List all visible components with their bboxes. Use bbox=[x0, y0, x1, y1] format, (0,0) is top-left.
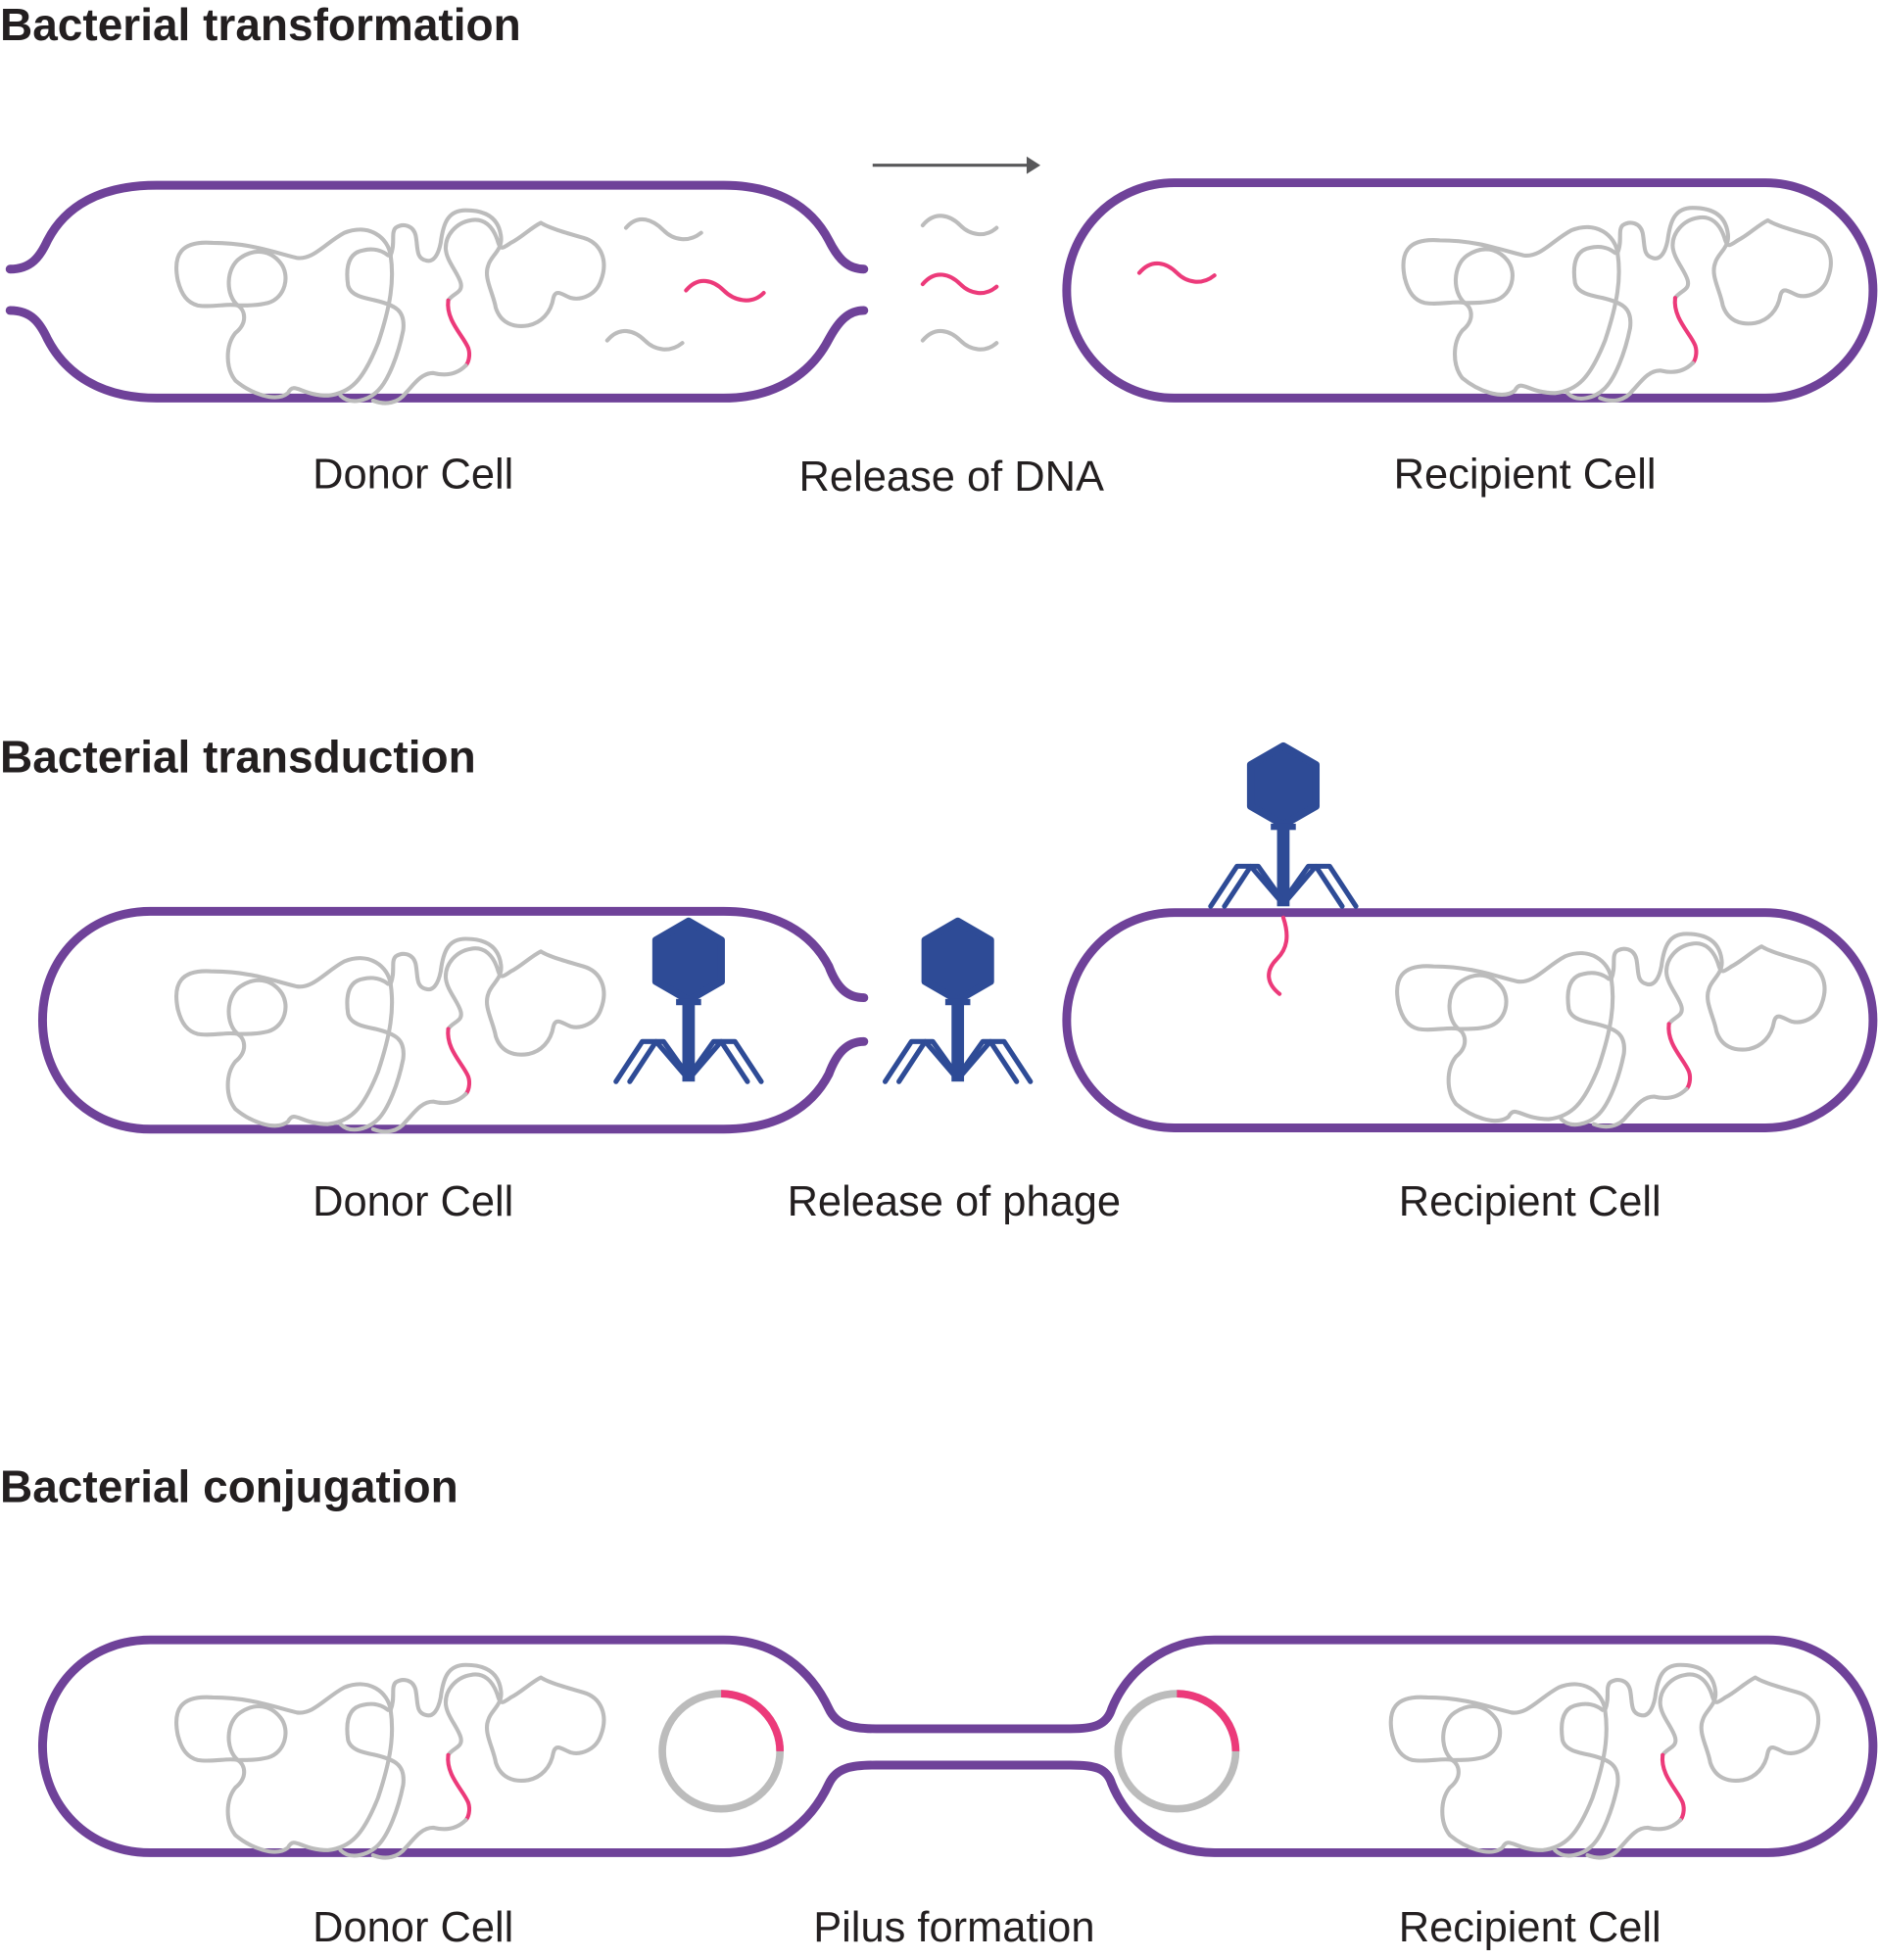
chromosome-icon bbox=[176, 211, 603, 404]
chromosome-icon bbox=[1397, 933, 1824, 1126]
donor-cell bbox=[5, 180, 869, 404]
recipient-cell bbox=[1062, 908, 1878, 1132]
chromosome-icon bbox=[176, 1665, 603, 1858]
bacteriophage-icon bbox=[1211, 746, 1356, 907]
recipient-cell bbox=[1062, 178, 1878, 401]
dna-fragment bbox=[623, 216, 703, 242]
label-left: Donor Cell bbox=[313, 451, 513, 498]
section-title: Bacterial transformation bbox=[0, 0, 521, 50]
section-transformation: Bacterial transformation bbox=[0, 0, 1878, 501]
section-title: Bacterial transduction bbox=[0, 732, 476, 783]
dna-fragment-highlight bbox=[920, 272, 999, 296]
plasmid-ring-icon bbox=[1114, 1690, 1240, 1813]
dna-fragment bbox=[920, 328, 999, 352]
label-middle: Release of DNA bbox=[799, 454, 1104, 501]
section-transduction: Bacterial transduction Donor Cell Releas… bbox=[0, 732, 1878, 1225]
arrow-right-icon bbox=[872, 156, 1041, 174]
dna-fragment-highlight bbox=[1136, 261, 1217, 284]
label-right: Recipient Cell bbox=[1399, 1178, 1661, 1225]
injected-dna bbox=[1267, 915, 1289, 996]
donor-cell bbox=[37, 906, 869, 1132]
plasmid-ring-icon bbox=[658, 1690, 785, 1813]
chromosome-icon bbox=[1391, 1665, 1818, 1858]
chromosome-icon bbox=[1403, 208, 1830, 401]
label-right: Recipient Cell bbox=[1394, 451, 1657, 498]
dna-fragment-highlight bbox=[684, 278, 766, 303]
label-left: Donor Cell bbox=[313, 1904, 513, 1951]
section-conjugation: Bacterial conjugation Donor Cell Pilus f… bbox=[0, 1461, 1878, 1951]
label-middle: Release of phage bbox=[788, 1178, 1122, 1225]
released-dna bbox=[920, 214, 999, 352]
label-right: Recipient Cell bbox=[1399, 1904, 1661, 1951]
label-left: Donor Cell bbox=[313, 1178, 513, 1225]
dna-fragment bbox=[604, 328, 685, 352]
dna-fragment bbox=[920, 214, 999, 237]
bacteriophage-icon bbox=[886, 922, 1031, 1082]
chromosome-icon bbox=[176, 939, 603, 1132]
section-title: Bacterial conjugation bbox=[0, 1461, 458, 1512]
label-middle: Pilus formation bbox=[813, 1904, 1094, 1951]
conjugating-cells bbox=[37, 1635, 1878, 1858]
bacteriophage-icon bbox=[616, 922, 761, 1082]
